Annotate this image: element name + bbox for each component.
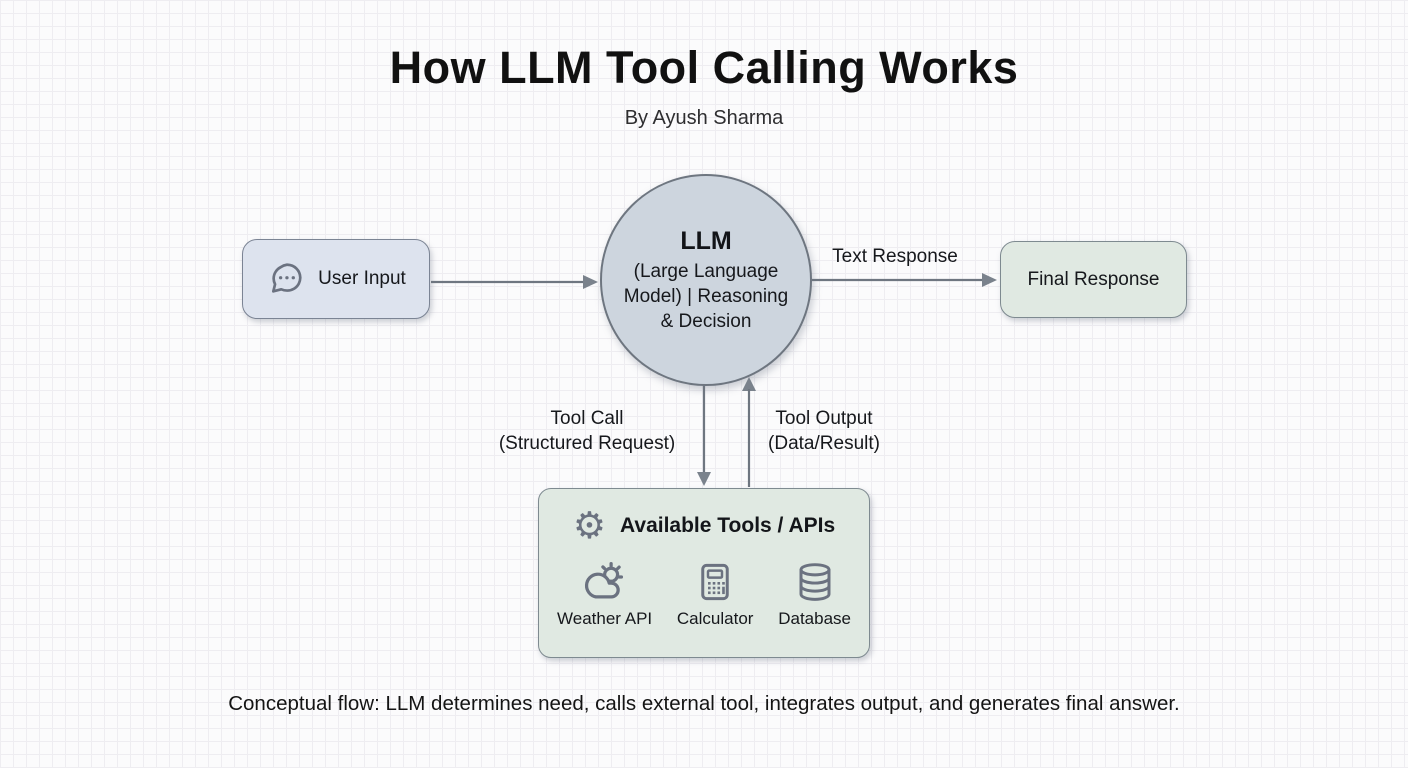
llm-subtitle: (Large Language Model) | Reasoning & Dec… (623, 260, 789, 332)
tools-header: ⚙ Available Tools / APIs (539, 507, 869, 545)
edge-label-tool-call: Tool Call (Structured Request) (499, 406, 675, 456)
tool-item-weather: Weather API (557, 561, 652, 629)
node-user-input: User Input (242, 239, 430, 319)
tools-title: Available Tools / APIs (620, 514, 836, 537)
calculator-icon (701, 563, 729, 601)
tool-call-line2: (Structured Request) (498, 433, 676, 454)
arrow-tools-to-llm (742, 377, 756, 487)
node-available-tools: ⚙ Available Tools / APIs Weather API (538, 488, 870, 658)
page-subtitle: By Ayush Sharma (624, 107, 784, 129)
tool-call-line1: Tool Call (550, 408, 624, 429)
user-input-label: User Input (318, 268, 406, 289)
node-llm: LLM (Large Language Model) | Reasoning &… (600, 174, 812, 386)
tool-label-weather: Weather API (557, 609, 653, 628)
llm-title: LLM (680, 226, 732, 255)
tool-output-line2: (Data/Result) (768, 433, 880, 454)
tool-output-line1: Tool Output (775, 408, 873, 429)
tool-label-calculator: Calculator (676, 609, 754, 628)
tool-item-database: Database (778, 561, 851, 629)
edge-label-tool-output: Tool Output (Data/Result) (768, 406, 880, 456)
node-final-response: Final Response (1000, 241, 1187, 318)
arrow-user-to-llm (431, 275, 598, 289)
chat-bubble-icon (272, 263, 302, 293)
database-icon (799, 563, 831, 601)
tool-item-calculator: Calculator (676, 561, 754, 629)
tool-label-database: Database (778, 609, 851, 628)
weather-icon (584, 562, 623, 599)
caption: Conceptual flow: LLM determines need, ca… (228, 692, 1180, 715)
arrow-llm-to-tools (697, 385, 711, 486)
edge-label-text-response: Text Response (832, 246, 958, 267)
page-title: How LLM Tool Calling Works (389, 42, 1019, 93)
tools-row: Weather API Calculator (539, 561, 869, 629)
arrow-llm-to-final (812, 273, 997, 287)
final-response-label: Final Response (1027, 268, 1160, 290)
gear-icon: ⚙ (572, 504, 607, 547)
